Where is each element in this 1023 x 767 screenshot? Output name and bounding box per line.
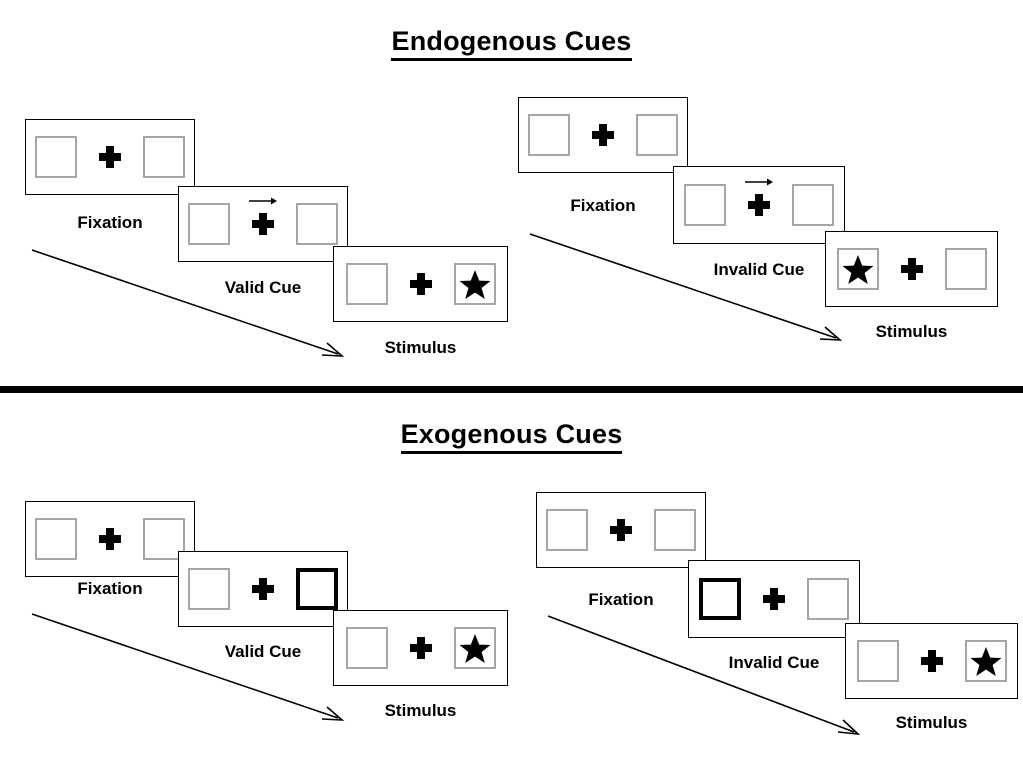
left-placeholder-box	[35, 136, 77, 178]
flow-arrow-endogenous-valid	[30, 248, 350, 363]
frame-exogenous-invalid-fixation[interactable]	[536, 492, 706, 568]
fixation-cross-wrap	[249, 197, 277, 239]
left-placeholder-box	[188, 203, 230, 245]
left-placeholder-box	[528, 114, 570, 156]
section-divider	[0, 386, 1023, 393]
left-placeholder-box	[345, 627, 388, 669]
right-placeholder-box	[807, 578, 849, 620]
star-icon	[459, 633, 490, 663]
fixation-cross-wrap	[97, 524, 123, 554]
right-arrow-icon	[248, 196, 278, 206]
plus-cross-icon	[592, 124, 614, 146]
section-title-endogenous-text: Endogenous Cues	[391, 26, 632, 61]
frame-content	[26, 120, 194, 194]
section-title-endogenous: Endogenous Cues	[0, 26, 1023, 61]
right-target-box	[964, 640, 1007, 682]
frame-endogenous-valid-fixation[interactable]	[25, 119, 195, 195]
left-cue-box-highlighted	[699, 578, 741, 620]
plus-cross-icon	[763, 588, 785, 610]
frame-endogenous-valid-stimulus[interactable]	[333, 246, 508, 322]
right-target-box	[453, 263, 496, 305]
plus-cross-icon	[900, 258, 923, 280]
caption-exogenous-invalid-cue: Invalid Cue	[728, 653, 820, 672]
frame-endogenous-valid-cue[interactable]	[178, 186, 348, 262]
fixation-cross-wrap	[919, 646, 945, 676]
right-placeholder-box	[944, 248, 987, 290]
caption-endogenous-invalid-fixation: Fixation	[570, 196, 636, 215]
frame-exogenous-valid-cue[interactable]	[178, 551, 348, 627]
frame-content	[674, 167, 844, 243]
frame-endogenous-invalid-stimulus[interactable]	[825, 231, 998, 307]
frame-content	[519, 98, 687, 172]
frame-content	[537, 493, 705, 567]
caption-endogenous-valid-fixation: Fixation	[77, 213, 143, 232]
right-arrow-icon	[744, 177, 774, 187]
star-icon	[842, 254, 873, 284]
flow-arrow-endogenous-invalid	[528, 232, 848, 347]
plus-cross-icon	[99, 146, 121, 168]
frame-exogenous-valid-fixation[interactable]	[25, 501, 195, 577]
frame-content	[179, 552, 347, 626]
plus-cross-icon	[252, 213, 274, 235]
right-placeholder-box	[792, 184, 834, 226]
caption-exogenous-valid-cue: Valid Cue	[224, 642, 302, 661]
frame-content	[179, 187, 347, 261]
caption-endogenous-invalid-cue: Invalid Cue	[713, 260, 805, 279]
caption-endogenous-valid-stimulus: Stimulus	[384, 338, 457, 357]
star-icon	[459, 269, 490, 299]
flow-arrow-exogenous-invalid	[546, 614, 866, 739]
frame-exogenous-valid-stimulus[interactable]	[333, 610, 508, 686]
section-title-exogenous-text: Exogenous Cues	[400, 419, 623, 454]
flow-arrow-exogenous-valid	[30, 612, 350, 727]
caption-endogenous-valid-cue: Valid Cue	[224, 278, 302, 297]
right-cue-box-highlighted	[296, 568, 338, 610]
caption-endogenous-invalid-stimulus: Stimulus	[875, 322, 948, 341]
left-placeholder-box	[35, 518, 77, 560]
left-placeholder-box	[684, 184, 726, 226]
plus-cross-icon	[610, 519, 632, 541]
caption-exogenous-invalid-stimulus: Stimulus	[895, 713, 968, 732]
right-target-box	[453, 627, 496, 669]
plus-cross-icon	[252, 578, 274, 600]
caption-exogenous-valid-stimulus: Stimulus	[384, 701, 457, 720]
star-icon	[970, 646, 1001, 676]
plus-cross-icon	[409, 637, 432, 659]
left-placeholder-box	[188, 568, 230, 610]
frame-content	[846, 624, 1017, 698]
caption-exogenous-invalid-fixation: Fixation	[588, 590, 654, 609]
section-title-exogenous: Exogenous Cues	[0, 419, 1023, 454]
fixation-cross-wrap	[608, 515, 634, 545]
right-placeholder-box	[636, 114, 678, 156]
left-placeholder-box	[345, 263, 388, 305]
plus-cross-icon	[409, 273, 432, 295]
left-target-box	[836, 248, 879, 290]
left-placeholder-box	[856, 640, 899, 682]
fixation-cross-wrap	[250, 574, 276, 604]
frame-content	[26, 502, 194, 576]
frame-endogenous-invalid-cue[interactable]	[673, 166, 845, 244]
left-placeholder-box	[546, 509, 588, 551]
right-placeholder-box	[296, 203, 338, 245]
plus-cross-icon	[920, 650, 943, 672]
frame-exogenous-invalid-cue[interactable]	[688, 560, 860, 638]
frame-exogenous-invalid-stimulus[interactable]	[845, 623, 1018, 699]
fixation-cross-wrap	[97, 142, 123, 172]
right-placeholder-box	[143, 136, 185, 178]
frame-content	[334, 611, 507, 685]
plus-cross-icon	[748, 194, 770, 216]
frame-content	[689, 561, 859, 637]
plus-cross-icon	[99, 528, 121, 550]
fixation-cross-wrap	[590, 120, 616, 150]
fixation-cross-wrap	[408, 633, 434, 663]
fixation-cross-wrap	[899, 254, 925, 284]
frame-content	[826, 232, 997, 306]
fixation-cross-wrap	[408, 269, 434, 299]
fixation-cross-wrap	[761, 584, 787, 614]
frame-content	[334, 247, 507, 321]
right-placeholder-box	[654, 509, 696, 551]
caption-exogenous-valid-fixation: Fixation	[77, 579, 143, 598]
frame-endogenous-invalid-fixation[interactable]	[518, 97, 688, 173]
fixation-cross-wrap	[745, 178, 773, 220]
